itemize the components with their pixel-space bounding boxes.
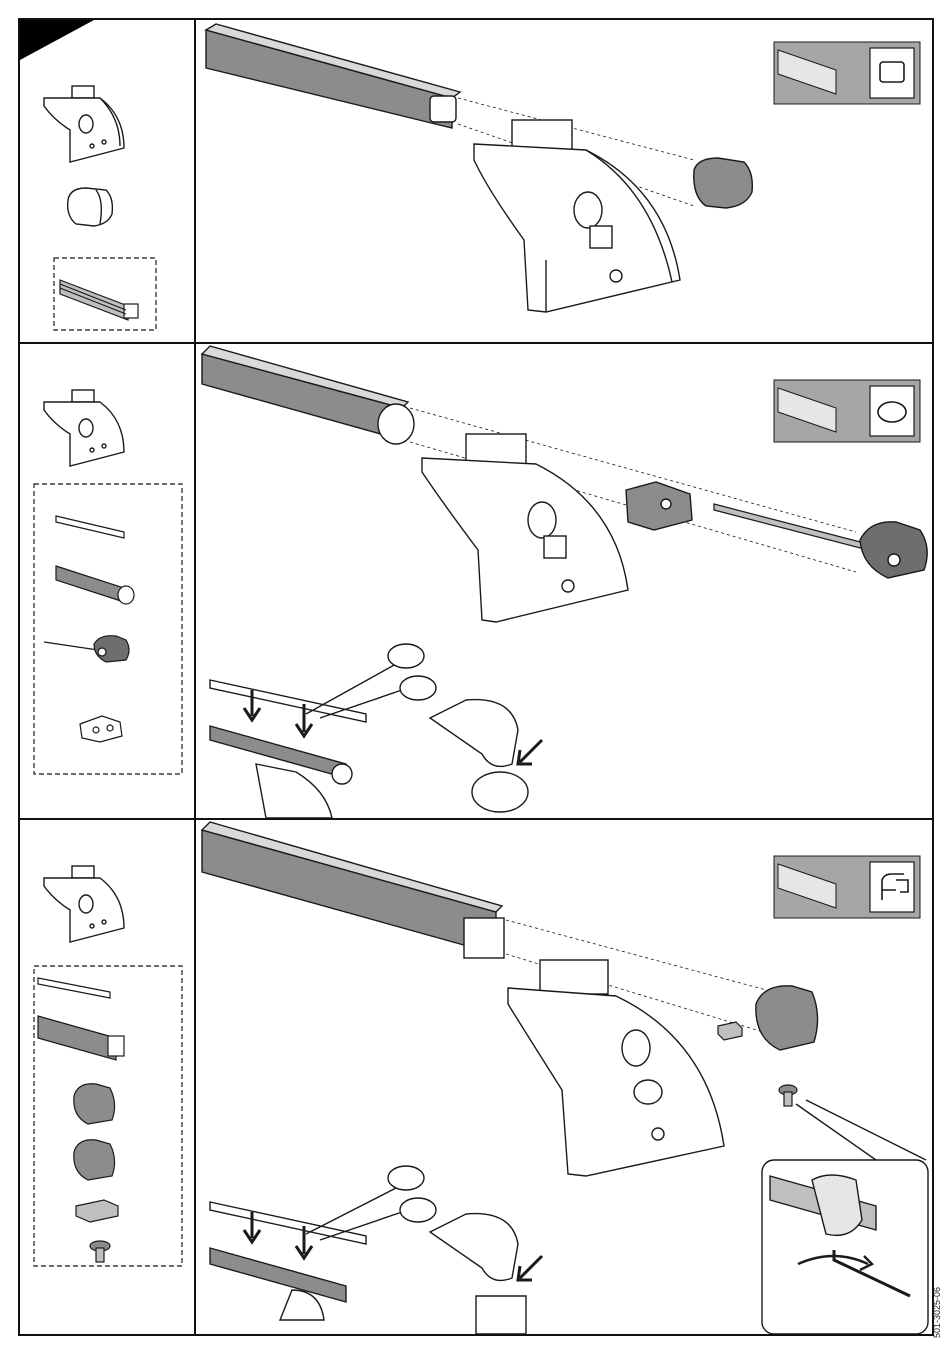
t-nut-icon bbox=[76, 1200, 118, 1222]
panel-t-slot-bar bbox=[20, 820, 932, 1334]
t-nut bbox=[718, 1022, 742, 1040]
panel-oval-bar bbox=[20, 344, 932, 820]
foot-assembly bbox=[508, 960, 724, 1176]
adapter-clip bbox=[626, 482, 692, 530]
square-bar-icon bbox=[60, 280, 138, 320]
assembly-view-2 bbox=[196, 344, 932, 818]
screw bbox=[779, 1085, 797, 1106]
square-bar bbox=[206, 24, 460, 128]
instruction-sheet bbox=[18, 18, 934, 1336]
end-cap-icon bbox=[74, 1084, 115, 1124]
rubber-strip-icon bbox=[56, 516, 124, 538]
cut-strip-detail bbox=[210, 1166, 436, 1320]
adapter-clip-icon bbox=[80, 716, 122, 742]
bolt-rod bbox=[714, 504, 868, 550]
document-code: 501-3025-06 bbox=[928, 1280, 948, 1340]
end-cap-icon bbox=[68, 188, 113, 226]
foot-part-icon bbox=[44, 390, 124, 466]
profile-badge-oval bbox=[774, 380, 920, 442]
screw-icon bbox=[90, 1241, 110, 1262]
hand-insert-detail bbox=[430, 700, 542, 812]
foot-part-icon bbox=[44, 866, 124, 942]
t-slot-bar-icon bbox=[38, 1016, 124, 1060]
cut-strip-detail bbox=[210, 644, 436, 818]
parts-list-1 bbox=[20, 20, 196, 342]
bolt-end-cap-icon bbox=[44, 636, 129, 662]
screw-tightening-inset bbox=[762, 1100, 928, 1334]
assembly-view-3 bbox=[196, 820, 932, 1334]
bolt-end-cap bbox=[860, 522, 927, 578]
end-cap bbox=[694, 158, 753, 208]
foot-assembly bbox=[422, 434, 628, 622]
panel-square-bar bbox=[20, 20, 932, 344]
oval-bar bbox=[202, 346, 414, 444]
t-slot-bar bbox=[202, 822, 504, 958]
parts-list-3 bbox=[20, 820, 196, 1334]
arrow-icon bbox=[518, 1256, 542, 1280]
foot-part-icon bbox=[44, 86, 124, 162]
profile-badge-square bbox=[774, 42, 920, 104]
end-cap-icon bbox=[74, 1140, 115, 1180]
oval-bar-icon bbox=[56, 566, 134, 604]
end-cap bbox=[756, 986, 818, 1050]
profile-badge-t-slot bbox=[774, 856, 920, 918]
hand-insert-detail bbox=[430, 1214, 542, 1334]
document-code-text: 501-3025-06 bbox=[932, 1287, 942, 1338]
step-marker-icon bbox=[20, 20, 94, 60]
assembly-view-1 bbox=[196, 20, 932, 342]
foot-assembly bbox=[474, 120, 680, 312]
parts-list-2 bbox=[20, 344, 196, 818]
arrow-icon bbox=[518, 740, 542, 764]
rubber-strip-icon bbox=[38, 978, 110, 998]
